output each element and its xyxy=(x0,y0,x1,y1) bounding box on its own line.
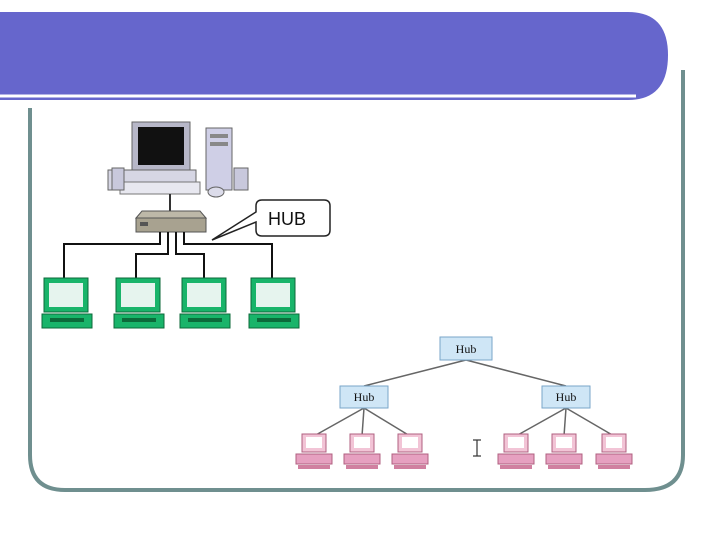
green-client-computer-3 xyxy=(179,277,231,329)
hub-cables xyxy=(63,232,273,282)
slide-frame xyxy=(28,70,685,492)
pink-computer-3 xyxy=(391,433,429,469)
text-cursor-icon xyxy=(473,439,481,457)
green-client-computer-4 xyxy=(248,277,300,329)
pink-computer-2 xyxy=(343,433,381,469)
title-bar xyxy=(0,12,668,100)
pink-computer-5 xyxy=(545,433,583,469)
child-hub-label-left: Hub xyxy=(354,390,375,404)
child-hub-left: Hub xyxy=(339,385,389,409)
hub-device-icon xyxy=(134,210,208,233)
root-hub-label: Hub xyxy=(456,342,477,356)
green-client-computer-1 xyxy=(41,277,93,329)
pink-computer-4 xyxy=(497,433,535,469)
child-hub-right: Hub xyxy=(541,385,591,409)
root-hub: Hub xyxy=(439,336,493,361)
child-hub-label-right: Hub xyxy=(556,390,577,404)
hub-callout: HUB xyxy=(211,199,331,241)
pink-computer-1 xyxy=(295,433,333,469)
pink-computer-6 xyxy=(595,433,633,469)
tree-connectors xyxy=(313,359,615,437)
callout-label: HUB xyxy=(268,209,306,229)
green-client-computer-2 xyxy=(113,277,165,329)
server-computer-icon xyxy=(107,121,249,198)
